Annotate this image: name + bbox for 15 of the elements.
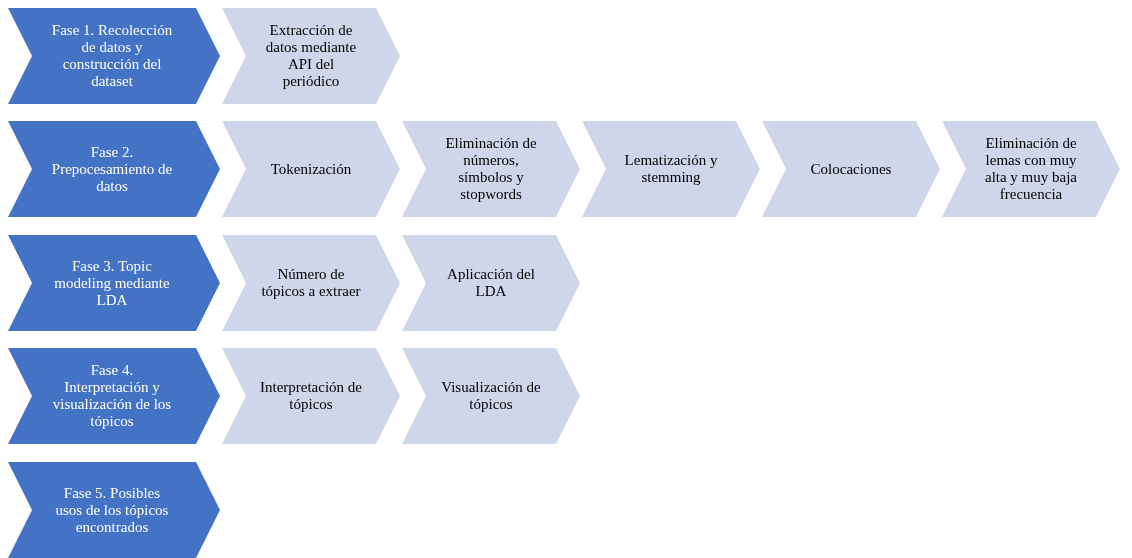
step-label: Colocaciones (809, 160, 893, 178)
step-label: Aplicación del LDA (446, 266, 536, 300)
step-label: Interpretación de tópicos (259, 379, 363, 413)
phase-label: Fase 2. Prepocesamiento de datos (50, 143, 174, 195)
step-label: Lematización y stemming (623, 152, 719, 186)
step-label: Tokenización (269, 160, 353, 178)
phase-label: Fase 1. Recolección de datos y construcción del dataset (50, 22, 174, 90)
step-label: Número de tópicos a extraer (260, 266, 362, 300)
step-label: Eliminación de lemas con muy alta y muy baja frecuencia (983, 135, 1079, 203)
phase-label: Fase 5. Posibles usos de los tópicos encontrados (54, 484, 170, 536)
step-label: Visualización de tópicos (440, 379, 542, 413)
step-label: Eliminación de números, símbolos y stopwords (444, 135, 538, 203)
phase-label: Fase 3. Topic modeling mediante LDA (53, 257, 171, 309)
phase-label: Fase 4. Interpretación y visualización de los tópicos (51, 362, 173, 430)
step-label: Extracción de datos mediante API del periódico (264, 22, 358, 90)
